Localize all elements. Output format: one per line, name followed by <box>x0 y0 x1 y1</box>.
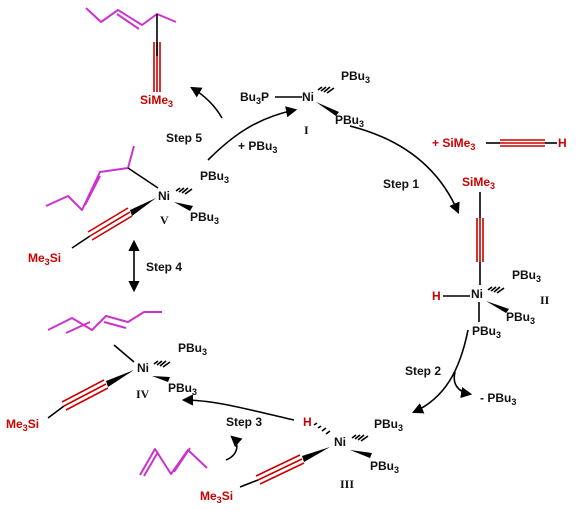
svg-text:SiMe3: SiMe3 <box>140 93 173 109</box>
cycle-arrows <box>128 86 473 461</box>
svg-text:- PBu3: - PBu3 <box>480 391 516 407</box>
reagent-trimethylsilylacetylene: + SiMe3 H <box>432 136 567 152</box>
svg-text:PBu3: PBu3 <box>472 324 501 340</box>
complex-III: H Ni PBu3 PBu3 Me3Si III <box>200 415 403 505</box>
svg-text:H: H <box>558 136 567 150</box>
complex-II: SiMe3 Ni H PBu3 PBu3 PBu3 II <box>432 175 550 340</box>
svg-text:+ SiMe3: + SiMe3 <box>432 136 475 152</box>
step-5-label: Step 5 <box>166 131 202 145</box>
svg-text:H: H <box>432 289 441 303</box>
nickel-center-III: Ni <box>334 435 346 449</box>
step-1-label: Step 1 <box>383 177 419 191</box>
svg-text:PBu3: PBu3 <box>341 69 370 85</box>
complex-label-V: V <box>160 213 169 227</box>
step-3-label: Step 3 <box>226 415 262 429</box>
nickel-center-II: Ni <box>471 287 483 301</box>
diene-reagent <box>139 447 208 477</box>
complex-label-I: I <box>304 123 309 137</box>
complex-label-II: II <box>540 293 550 307</box>
nickel-center-V: Ni <box>158 189 170 203</box>
complex-IV: Ni PBu3 PBu3 Me3Si IV <box>6 311 207 433</box>
complex-V: Ni PBu3 PBu3 Me3Si V <box>28 145 229 267</box>
svg-text:+ PBu3: + PBu3 <box>238 139 277 155</box>
svg-text:PBu3: PBu3 <box>370 459 399 475</box>
svg-text:PBu3: PBu3 <box>374 417 403 433</box>
svg-text:PBu3: PBu3 <box>190 210 219 226</box>
step-4-label: Step 4 <box>146 260 182 274</box>
complex-label-IV: IV <box>136 387 150 401</box>
complex-label-III: III <box>340 477 354 491</box>
svg-text:Me3Si: Me3Si <box>6 417 39 433</box>
svg-text:H: H <box>303 415 312 429</box>
svg-text:Me3Si: Me3Si <box>28 251 61 267</box>
complex-I: Bu3P Ni PBu3 PBu3 I <box>240 69 370 137</box>
svg-text:PBu3: PBu3 <box>200 169 229 185</box>
svg-text:Me3Si: Me3Si <box>200 489 233 505</box>
step-2-label: Step 2 <box>405 364 441 378</box>
svg-text:Bu3P: Bu3P <box>240 90 269 106</box>
nickel-center-IV: Ni <box>137 361 149 375</box>
product-enyne: SiMe3 <box>85 7 177 109</box>
svg-text:PBu3: PBu3 <box>335 113 364 129</box>
svg-text:SiMe3: SiMe3 <box>462 175 495 191</box>
nickel-center-I: Ni <box>302 90 314 104</box>
svg-text:PBu3: PBu3 <box>512 268 541 284</box>
svg-text:PBu3: PBu3 <box>178 341 207 357</box>
svg-text:PBu3: PBu3 <box>168 381 197 397</box>
svg-text:PBu3: PBu3 <box>506 310 535 326</box>
